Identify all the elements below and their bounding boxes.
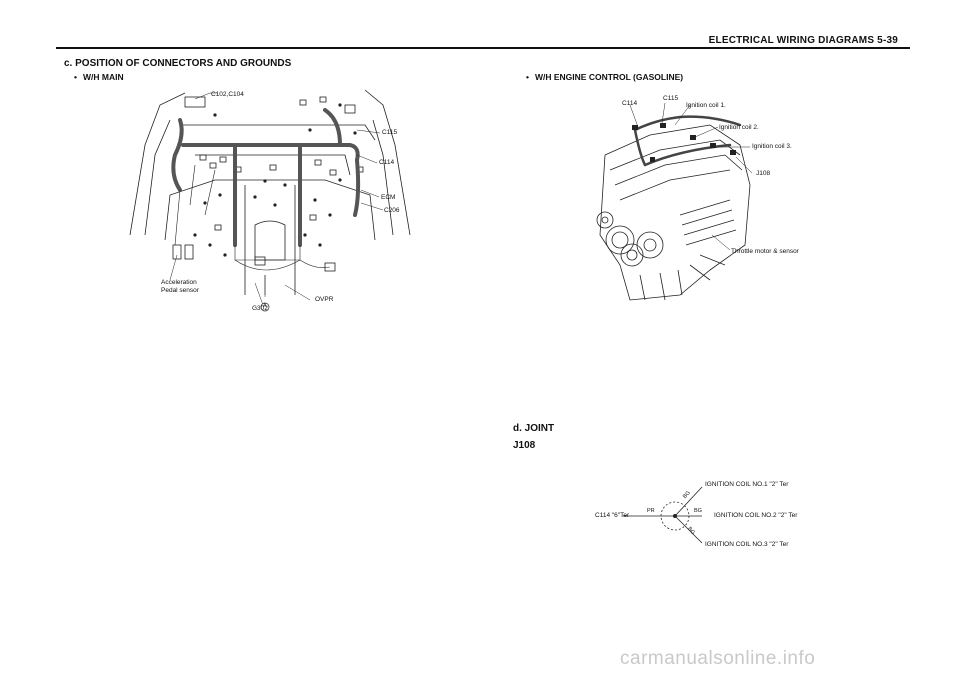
label-ecm: ECM bbox=[381, 194, 396, 201]
watermark: carmanualsonline.info bbox=[620, 648, 816, 669]
label-throttle-motor: Throttle motor & sensor bbox=[731, 248, 799, 255]
engine-diagram bbox=[596, 102, 753, 301]
joint-target-coil-2: IGNITION COIL NO.2 "2" Ter bbox=[714, 512, 798, 519]
label-ignition-coil-3: Ignition coil 3. bbox=[752, 143, 792, 150]
joint-wire-bg-2: BG bbox=[694, 508, 702, 514]
joint-source-c114: C114 "6"Ter bbox=[595, 512, 630, 519]
label-circle-a: A bbox=[263, 303, 267, 309]
section-title-connectors: c. POSITION OF CONNECTORS AND GROUNDS bbox=[64, 58, 292, 69]
bullet-wh-engine-control: W/H ENGINE CONTROL (GASOLINE) bbox=[526, 72, 683, 82]
bullet-wh-main: W/H MAIN bbox=[74, 72, 124, 82]
joint-j108-diagram bbox=[623, 486, 703, 544]
label-ignition-coil-2: Ignition coil 2. bbox=[719, 124, 759, 131]
joint-target-coil-3: IGNITION COIL NO.3 "2" Ter bbox=[705, 541, 789, 548]
label-pedal-sensor: Pedal sensor bbox=[161, 287, 199, 294]
label-g302: G302 bbox=[252, 305, 268, 312]
joint-wire-pr: PR bbox=[647, 508, 655, 514]
label-ovpr: OVPR bbox=[315, 296, 334, 303]
label-c114-left: C114 bbox=[379, 159, 395, 166]
label-acceleration: Acceleration bbox=[161, 279, 197, 286]
section-title-joint: d. JOINT bbox=[513, 423, 555, 434]
label-c206: C206 bbox=[384, 207, 400, 214]
header-rule bbox=[56, 47, 910, 49]
label-c115-right: C115 bbox=[663, 95, 679, 102]
label-c114-right: C114 bbox=[622, 100, 638, 107]
joint-target-coil-1: IGNITION COIL NO.1 "2" Ter bbox=[705, 481, 789, 488]
joint-j108-title: J108 bbox=[513, 440, 536, 451]
page-header: ELECTRICAL WIRING DIAGRAMS 5-39 bbox=[708, 35, 898, 46]
label-j108-engine: J108 bbox=[756, 170, 771, 177]
label-ignition-coil-1: Ignition coil 1. bbox=[686, 102, 726, 109]
label-c115-left: C115 bbox=[382, 129, 398, 136]
wh-main-diagram bbox=[129, 89, 411, 312]
label-c102-c104: C102,C104 bbox=[211, 91, 244, 98]
